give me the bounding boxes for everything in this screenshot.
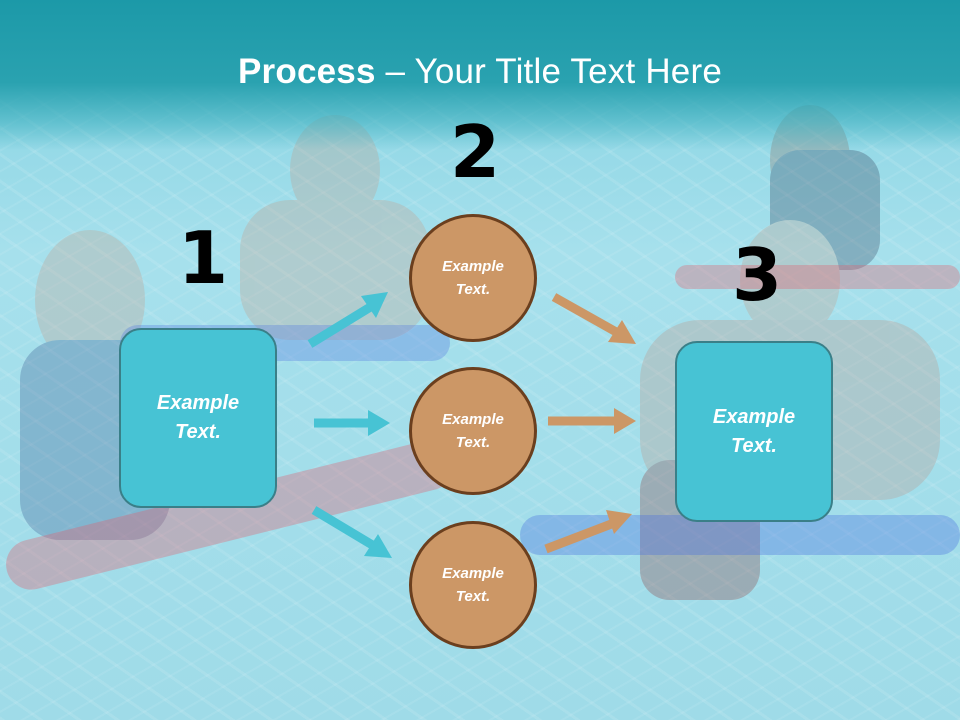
step-2-circle-middle[interactable]: Example Text. (409, 367, 537, 495)
arrow-top-to-3 (551, 293, 636, 344)
arrow-1-to-top (307, 292, 388, 348)
step-2-circle-top[interactable]: Example Text. (409, 214, 537, 342)
step-2-circle-bottom[interactable]: Example Text. (409, 521, 537, 649)
arrow-1-to-bottom (311, 506, 392, 558)
title-rest: – Your Title Text Here (375, 52, 722, 91)
step-1-text: Example Text. (156, 392, 240, 443)
arrow-1-to-middle (314, 410, 390, 436)
step-number-3: 3 (732, 233, 783, 317)
arrow-bottom-to-3 (544, 510, 632, 554)
step-number-1: 1 (178, 216, 229, 300)
circle-middle-text: Example Text. (442, 411, 504, 451)
title-banner (0, 0, 960, 150)
circle-top-text: Example Text. (442, 258, 504, 298)
circle-bottom-text: Example Text. (442, 565, 504, 605)
step-number-2: 2 (450, 110, 501, 194)
arrow-middle-to-3 (548, 408, 636, 434)
slide-title: Process – Your Title Text Here (0, 52, 960, 92)
step-3-text: Example Text. (712, 405, 796, 457)
step-1-box[interactable]: Example Text. (119, 328, 277, 508)
step-3-box[interactable]: Example Text. (675, 341, 833, 522)
title-bold: Process (238, 52, 376, 91)
